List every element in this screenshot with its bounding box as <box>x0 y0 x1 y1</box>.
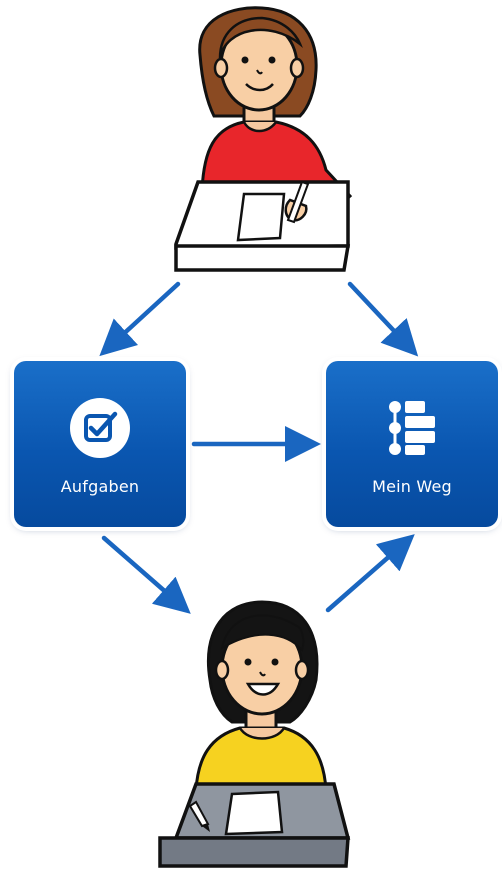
checkbox-icon <box>70 398 130 458</box>
arrow-student-to-path <box>325 534 415 613</box>
my-path-tile[interactable]: Mein Weg <box>326 361 498 527</box>
student-illustration <box>158 600 351 868</box>
arrow-teacher-to-tasks <box>99 281 181 357</box>
flow-arrows <box>99 281 419 614</box>
timeline-icon <box>389 401 435 455</box>
arrow-teacher-to-path <box>347 281 419 357</box>
teacher-illustration <box>174 6 353 272</box>
tasks-tile[interactable]: Aufgaben <box>14 361 186 527</box>
my-path-tile-label: Mein Weg <box>372 477 452 496</box>
arrow-tasks-to-student <box>101 535 191 614</box>
tasks-tile-label: Aufgaben <box>60 477 140 496</box>
